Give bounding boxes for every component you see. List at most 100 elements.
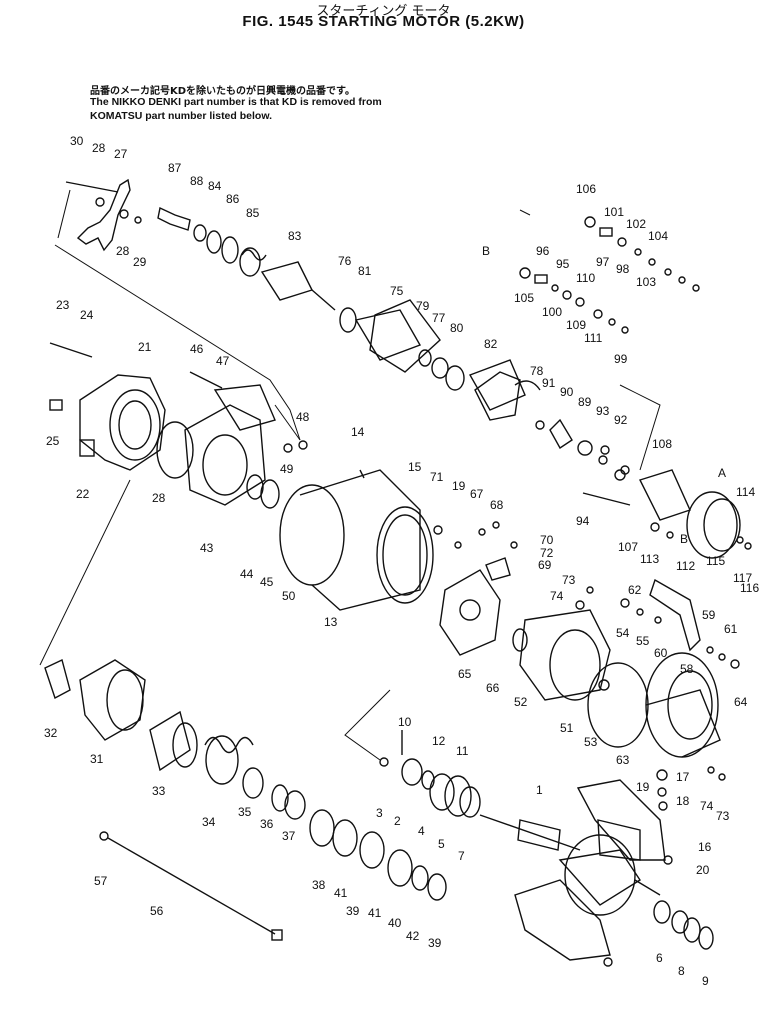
callout-label: 50 xyxy=(282,589,296,603)
callout-label: 112 xyxy=(676,559,695,573)
callout-label: 99 xyxy=(614,352,628,366)
callout-label: 40 xyxy=(388,916,402,930)
gear-case xyxy=(156,371,308,509)
center-bearing-parts xyxy=(379,730,481,818)
callout-label: 41 xyxy=(334,886,348,900)
callout-label: 12 xyxy=(432,734,446,748)
callout-label: 76 xyxy=(338,254,352,268)
callout-label: 42 xyxy=(406,929,420,943)
callout-label: 107 xyxy=(618,540,638,554)
callout-label: 117 xyxy=(733,571,752,585)
callout-label: 88 xyxy=(190,174,204,188)
field-and-brush-parts xyxy=(514,766,726,967)
callout-label: 39 xyxy=(428,936,442,950)
callout-label: 67 xyxy=(470,487,484,501)
terminal-cover-parts xyxy=(582,445,752,559)
callout-label: 23 xyxy=(56,298,70,312)
callout-label: 28 xyxy=(92,141,106,155)
callout-label: 116 xyxy=(740,581,759,595)
callout-label: 32 xyxy=(44,726,58,740)
callout-label: 104 xyxy=(648,229,668,243)
callout-label: 5 xyxy=(438,837,445,851)
callout-label: 49 xyxy=(280,462,294,476)
callout-label: 7 xyxy=(458,849,465,863)
callout-label: 51 xyxy=(560,721,574,735)
callout-label: 29 xyxy=(133,255,147,269)
callout-label: 3 xyxy=(376,806,383,820)
callout-label: 14 xyxy=(351,425,365,439)
note-line-1: The NIKKO DENKI part number is that KD i… xyxy=(90,96,382,108)
callout-label: 72 xyxy=(540,546,554,560)
callout-label: 73 xyxy=(562,573,576,587)
callout-label: 18 xyxy=(676,794,690,808)
callout-label: 17 xyxy=(676,770,690,784)
callout-label: 25 xyxy=(46,434,60,448)
shift-lever-assembly xyxy=(65,178,142,252)
bracket-parts xyxy=(620,578,740,669)
callout-label: 15 xyxy=(408,460,422,474)
callout-label: 36 xyxy=(260,817,274,831)
callout-label: 90 xyxy=(560,385,574,399)
callout-label: 46 xyxy=(190,342,204,356)
callout-label: 24 xyxy=(80,308,94,322)
callout-label: 103 xyxy=(636,275,656,289)
callout-label: 31 xyxy=(90,752,104,766)
callout-label: 30 xyxy=(70,134,84,148)
through-bolt xyxy=(99,831,283,941)
assembly-guide-lines xyxy=(39,189,661,761)
figure-title-japanese: スターチィング モータ xyxy=(316,4,451,19)
callout-label: 44 xyxy=(240,567,254,581)
callout-label: 68 xyxy=(490,498,504,512)
callout-label: 65 xyxy=(458,667,472,681)
yoke xyxy=(279,469,434,611)
callout-label: 115 xyxy=(706,554,725,568)
callout-label: 92 xyxy=(614,413,628,427)
callout-label: 108 xyxy=(652,437,672,451)
callout-label: 48 xyxy=(296,410,310,424)
callout-label: 2 xyxy=(394,814,401,828)
solenoid-body-parts xyxy=(339,299,541,411)
callout-label: 6 xyxy=(656,951,663,965)
callout-label: 64 xyxy=(734,695,748,709)
callout-label: 110 xyxy=(576,271,595,285)
callout-label: 27 xyxy=(114,147,128,161)
field-coil-parts xyxy=(474,371,626,481)
callout-label: 109 xyxy=(566,318,586,332)
callout-label: 89 xyxy=(578,395,592,409)
callout-label: A xyxy=(718,466,726,480)
callout-label: 39 xyxy=(346,904,360,918)
callout-label: 43 xyxy=(200,541,214,555)
callout-label: 61 xyxy=(724,622,738,636)
callout-label: B xyxy=(680,532,688,546)
callout-label: 79 xyxy=(416,299,430,313)
callout-label: 22 xyxy=(76,487,90,501)
callout-label: 59 xyxy=(702,608,716,622)
callout-label: 47 xyxy=(216,354,230,368)
armature xyxy=(479,814,661,916)
callout-label: 55 xyxy=(636,634,650,648)
callout-label: 94 xyxy=(576,514,590,528)
callout-label: 13 xyxy=(324,615,338,629)
callout-label: 80 xyxy=(450,321,464,335)
callout-label: 70 xyxy=(540,533,554,547)
callout-label: 71 xyxy=(430,470,444,484)
callout-label: 69 xyxy=(538,558,552,572)
end-washers xyxy=(653,900,714,950)
callout-label: 114 xyxy=(736,485,755,499)
note-japanese: 品番のメーカ記号KDを除いたものが日興電機の品番です。 xyxy=(90,86,356,97)
callout-label: 57 xyxy=(94,874,108,888)
callout-label: 60 xyxy=(654,646,668,660)
washers-and-springs xyxy=(242,767,447,901)
callout-label: 34 xyxy=(202,815,216,829)
callout-label: 106 xyxy=(576,182,596,196)
callout-label: 19 xyxy=(452,479,466,493)
callout-label: 63 xyxy=(616,753,630,767)
callout-label: 83 xyxy=(288,229,302,243)
callout-label: 16 xyxy=(698,840,712,854)
brush-holder-parts xyxy=(433,521,518,656)
callout-label: 101 xyxy=(604,205,624,219)
callout-label: 28 xyxy=(152,491,166,505)
callout-label: 54 xyxy=(616,626,630,640)
